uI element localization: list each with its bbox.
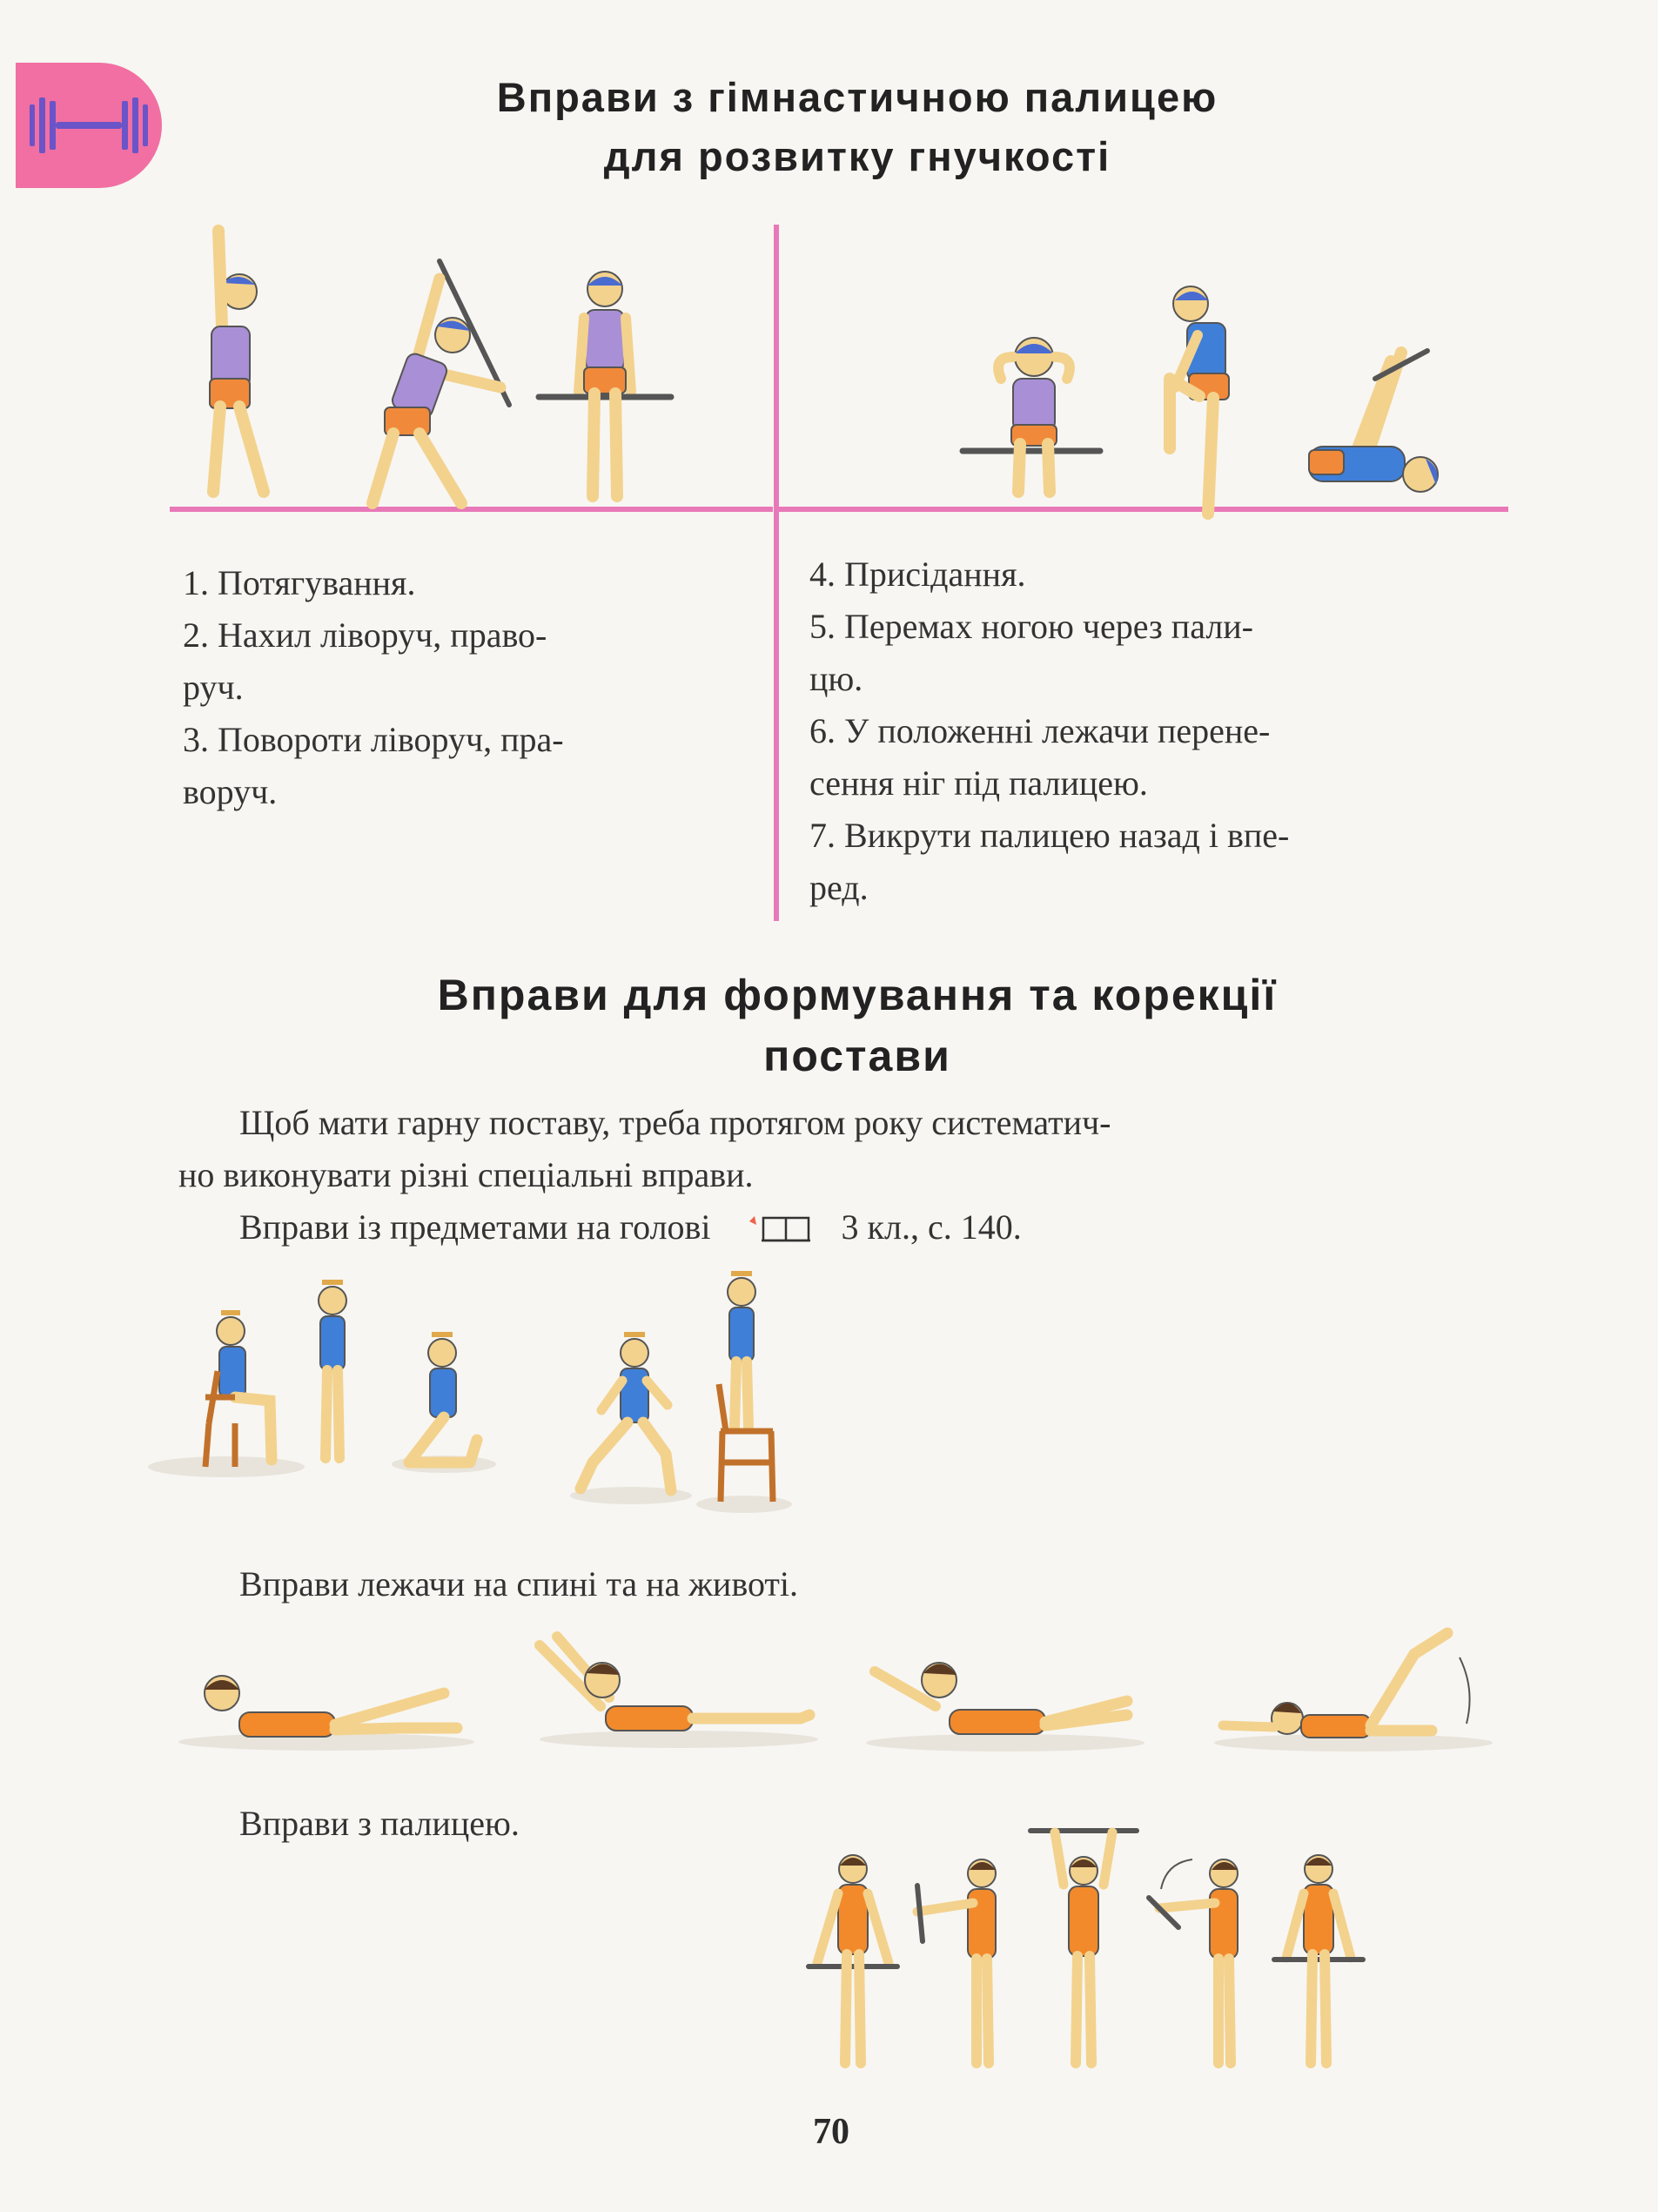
list-item: 7. Викрути палицею назад і впе- ред. (809, 816, 1290, 907)
list-item: 5. Перемах ногою через пали- цю. (809, 607, 1253, 698)
section-badge (16, 63, 162, 188)
head-items-ref: 3 кл., с. 140. (841, 1207, 1022, 1247)
figure-lying-supine-leg-lift (1214, 1627, 1493, 1751)
section1-title-line1: Вправи з гімнастичною палицею (496, 74, 1218, 120)
book-reference-icon (748, 1216, 810, 1242)
intro-line1: Щоб мати гарну поставу, треба протягом р… (239, 1103, 1111, 1142)
figure-lying-prone-1 (178, 1675, 474, 1751)
floor-line-left (170, 507, 773, 512)
figure-kneeling (392, 1332, 496, 1473)
left-exercise-list: 1. Потягування. 2. Нахил ліворуч, право-… (183, 557, 740, 818)
section2-title: Вправи для формування та корекції постав… (174, 965, 1541, 1086)
figure-side-bend (366, 259, 512, 509)
figure-stick-front-low (806, 1854, 900, 2068)
page-number: 70 (813, 2112, 849, 2152)
figure-stick-side-rotate (1146, 1859, 1238, 2068)
list-item: 3. Повороти ліворуч, пра- воруч. (183, 720, 564, 811)
figure-lying-legs (1308, 346, 1439, 493)
figure-lying-prone-3 (866, 1662, 1144, 1751)
section1-title: Вправи з гімнастичною палицею для розвит… (261, 68, 1453, 186)
head-items-line: Вправи із предметами на голові 3 кл., с.… (239, 1201, 1458, 1254)
figure-stretching (207, 225, 270, 498)
stick-exercises-text: Вправи з палицею. (239, 1804, 520, 1843)
section1-title-line2: для розвитку гнучкості (603, 133, 1111, 179)
list-item: 2. Нахил ліворуч, право- руч. (183, 615, 547, 707)
section2-title-line2: постави (763, 1032, 951, 1080)
figure-leg-swing (1164, 286, 1230, 520)
intro-line2: но виконувати різні спеціальні вправи. (178, 1155, 754, 1194)
figure-standing-stick (535, 271, 675, 502)
figure-stick-front-low-2 (1272, 1854, 1366, 2068)
figure-walking (570, 1332, 692, 1504)
dumbbell-icon (30, 97, 148, 153)
figure-sitting-chair (148, 1310, 305, 1477)
section2-intro: Щоб мати гарну поставу, треба протягом р… (178, 1097, 1510, 1201)
figure-squat (959, 337, 1104, 498)
lying-exercises-text: Вправи лежачи на спині та на животі. (239, 1564, 799, 1604)
head-items-text: Вправи із предметами на голові (239, 1207, 711, 1247)
figure-standing-head-item (318, 1280, 347, 1463)
list-item: 1. Потягування. (183, 563, 416, 602)
section2-title-line1: Вправи для формування та корекції (437, 971, 1278, 1019)
figure-stick-overhead (1028, 1827, 1139, 2068)
floor-line-right (779, 507, 1508, 512)
right-exercise-list: 4. Присідання. 5. Перемах ногою через па… (809, 548, 1506, 914)
list-item: 4. Присідання. (809, 555, 1026, 594)
vertical-divider (774, 225, 779, 921)
figure-standing-on-chair (696, 1271, 792, 1513)
list-item: 6. У положенні лежачи перене- сення ніг … (809, 711, 1271, 803)
figure-stick-side-forward (912, 1859, 997, 2068)
figure-lying-prone-2 (534, 1631, 818, 1748)
